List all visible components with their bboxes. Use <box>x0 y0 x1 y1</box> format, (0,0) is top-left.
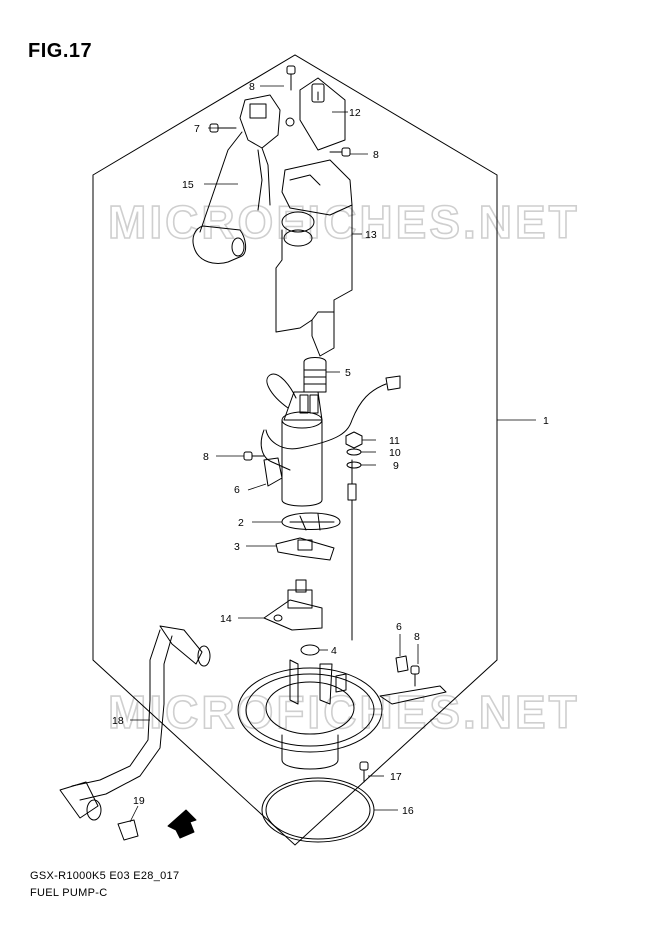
fuel-level-sender-connector <box>239 94 281 211</box>
callout-5: 5 <box>345 367 351 379</box>
callout-3: 3 <box>234 541 240 553</box>
part-4-o-ring <box>300 644 320 656</box>
callout-19: 19 <box>133 795 145 807</box>
callout-8-right: 8 <box>373 149 379 161</box>
leader-lines <box>129 85 536 823</box>
part-12-plate <box>299 77 346 151</box>
callout-16: 16 <box>402 805 414 817</box>
part-17-bolt <box>359 761 369 783</box>
part-16-gasket <box>261 777 375 843</box>
part-18-fuel-hose <box>59 625 211 821</box>
forward-direction-arrow-icon <box>167 809 197 839</box>
callout-7: 7 <box>194 123 200 135</box>
callout-18: 18 <box>112 715 124 727</box>
part-14-lower-holder <box>263 579 323 631</box>
callout-6-lower: 6 <box>396 621 402 633</box>
pump-base-flange <box>237 659 447 770</box>
figure-subtitle: FUEL PUMP-C <box>30 887 108 899</box>
part-11-nut <box>345 431 363 449</box>
callout-8-top: 8 <box>249 81 255 93</box>
part-19-clamp <box>117 819 139 841</box>
part-15-float <box>192 131 247 264</box>
part-6-clip <box>395 655 409 673</box>
callout-15: 15 <box>182 179 194 191</box>
callout-9: 9 <box>393 460 399 472</box>
figure-title: FIG.17 <box>28 40 93 62</box>
callout-13: 13 <box>365 229 377 241</box>
callout-12: 12 <box>349 107 361 119</box>
assembly-outline <box>92 54 498 846</box>
part-2-regulator <box>281 512 341 531</box>
part-10-washer <box>346 448 362 456</box>
wire-harness <box>265 375 401 641</box>
screw-icon <box>243 65 420 687</box>
callout-14: 14 <box>220 613 232 625</box>
fuel-pump-body <box>260 373 323 507</box>
callout-10: 10 <box>389 447 401 459</box>
part-3-holder <box>275 537 335 561</box>
callout-8-left: 8 <box>203 451 209 463</box>
callout-11: 11 <box>389 435 400 447</box>
callout-8-bottom: 8 <box>414 631 420 643</box>
model-code: GSX-R1000K5 E03 E28_017 <box>30 870 180 882</box>
callout-2: 2 <box>238 517 244 529</box>
callout-4: 4 <box>331 645 337 657</box>
callout-17: 17 <box>390 771 402 783</box>
watermark-bottom: MICROFICHES.NET <box>108 686 580 738</box>
watermark-top: MICROFICHES.NET <box>108 196 580 248</box>
part-13-pump-housing <box>275 159 353 357</box>
part-9-washer <box>346 461 362 469</box>
callout-1: 1 <box>543 415 549 427</box>
part-5-strainer <box>303 357 327 393</box>
part-6-bracket <box>263 457 283 487</box>
callout-6-upper: 6 <box>234 484 240 496</box>
